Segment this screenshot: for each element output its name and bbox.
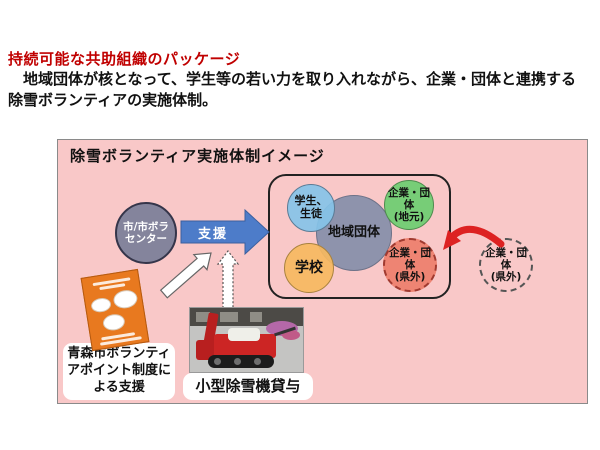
machine-engine-cover [228, 328, 260, 341]
machine-caption-text: 小型除雪機貸与 [195, 376, 301, 395]
arrow-layer [159, 208, 270, 309]
students-label-line1: 学生、 [294, 194, 328, 208]
external-companies-line2: (県外) [490, 271, 522, 284]
city-circle-line1: 市/市ボラ [123, 220, 169, 233]
photo-window-2 [220, 312, 238, 322]
outside-companies-circle: 企業・団体 (県外) [383, 238, 437, 292]
supply-arrow-diagonal [159, 252, 212, 299]
photo-window-3 [250, 312, 262, 322]
supply-arrow-vertical [216, 250, 240, 309]
outside-companies-line2: (県外) [394, 271, 426, 284]
students-circle: 学生、 生徒 [287, 184, 335, 232]
outside-companies-line1: 企業・団体 [389, 246, 431, 271]
diagram-title: 除雪ボランティア実施体制イメージ [70, 147, 325, 165]
snow-blower-photo [189, 307, 304, 373]
pamphlet-illustration-2 [112, 288, 139, 310]
diagram-panel: 除雪ボランティア実施体制イメージ 地域団体 学生、 生徒 企業・団体 (地元) … [57, 139, 588, 404]
machine-wheel-3 [254, 358, 261, 365]
point-caption-line3: よる支援 [93, 379, 145, 395]
external-companies-circle: 企業・団体 (県外) [479, 238, 533, 292]
community-label: 地域団体 [327, 224, 380, 240]
photo-flowers-2 [282, 330, 300, 340]
machine-wheel-1 [214, 358, 221, 365]
local-companies-line1: 企業・団体 [388, 186, 430, 211]
point-caption-line1: 青森市ボランティ [67, 346, 171, 362]
school-label: 学校 [295, 259, 323, 276]
volunteer-pamphlet-image [80, 268, 150, 352]
point-caption-line2: アポイント制度に [66, 363, 171, 379]
pamphlet-illustration-3 [101, 312, 127, 332]
machine-wheel-2 [234, 358, 241, 365]
local-companies-line2: (地元) [393, 211, 425, 224]
students-label-line2: 生徒 [300, 207, 322, 220]
city-volunteer-center-circle: 市/市ボラ センター [115, 202, 177, 264]
city-circle-line2: センター [125, 233, 167, 245]
machine-caption: 小型除雪機貸与 [183, 373, 313, 400]
school-circle: 学校 [284, 243, 334, 293]
support-arrow [180, 208, 270, 256]
point-system-caption: 青森市ボランティ アポイント制度に よる支援 [63, 343, 175, 400]
local-companies-circle: 企業・団体 (地元) [384, 180, 434, 230]
external-companies-line1: 企業・団体 [485, 246, 527, 271]
page-title: 持続可能な共助組織のパッケージ [8, 50, 241, 68]
photo-window-1 [196, 312, 210, 322]
support-arrow-label: 支援 [197, 226, 228, 242]
pamphlet-illustration-1 [90, 296, 113, 314]
intro-text: 地域団体が核となって、学生等の若い力を取り入れながら、企業・団体と連携する除雪ボ… [8, 70, 577, 109]
